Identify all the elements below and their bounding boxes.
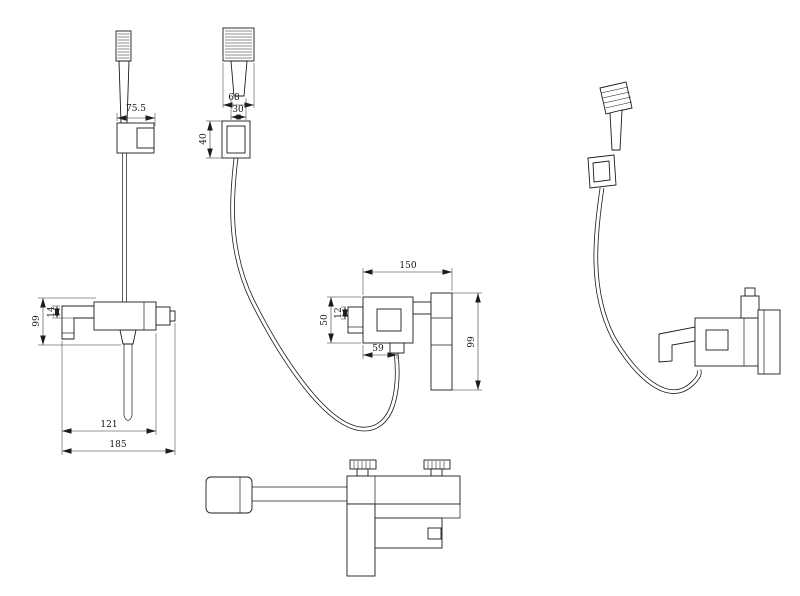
dim-side-spout-offset: 12 (334, 306, 348, 320)
side-spout-block (347, 306, 364, 334)
dim-label-front-spout-height: 14 (47, 306, 57, 318)
perspective-view (587, 81, 781, 394)
persp-wall-plate (757, 309, 781, 375)
side-view: 68 30 40 150 50 12 5 (199, 27, 482, 432)
side-wall-bracket (221, 120, 251, 159)
dim-label-front-total-width: 185 (109, 440, 126, 450)
shower-handle (230, 60, 248, 97)
top-spout (346, 503, 376, 577)
top-view (205, 459, 461, 577)
side-wall-plate (430, 292, 453, 391)
persp-handle-knob (740, 295, 760, 319)
dim-label-side-spout-offset: 12 (334, 307, 344, 318)
persp-hose (593, 187, 702, 394)
dim-front-total-width: 185 (62, 323, 176, 455)
dim-side-bracket-height: 40 (199, 120, 224, 159)
persp-hand-shower (599, 81, 633, 151)
spray-face-hatch (600, 86, 633, 109)
dim-label-side-body-height: 50 (320, 314, 330, 326)
top-arm (252, 486, 347, 502)
dim-front-reach: 121 (61, 333, 157, 455)
dim-label-front-bracket-width: 75.5 (126, 104, 146, 114)
dim-label-side-total-width: 150 (399, 261, 416, 271)
side-hose (230, 157, 400, 432)
front-hose (119, 329, 137, 421)
top-shower-holder (205, 476, 253, 514)
dim-side-handle-width: 30 (230, 98, 247, 120)
dim-front-bracket-width: 75.5 (116, 104, 156, 126)
dim-side-body-height: 50 (320, 296, 361, 344)
top-valve-handle-left (349, 459, 377, 477)
front-mixer-body (61, 301, 176, 340)
persp-mixer-body (658, 287, 781, 375)
top-valve-handle-right (423, 459, 451, 477)
side-hand-shower (222, 27, 255, 97)
dim-label-front-reach: 121 (100, 420, 117, 430)
dim-side-total-height: 99 (448, 292, 482, 391)
front-view: 75.5 99 14 121 185 (32, 30, 176, 455)
hose-connector (119, 329, 137, 345)
dim-label-side-handle-width: 30 (232, 105, 244, 115)
dim-side-body-width: 59 (362, 344, 398, 359)
shower-handle (609, 109, 623, 151)
dim-side-head-width: 68 (222, 63, 255, 108)
dim-label-side-bracket-height: 40 (199, 133, 209, 145)
dim-front-height: 99 (32, 297, 121, 346)
persp-wall-bracket (587, 154, 617, 189)
front-wall-bracket (116, 122, 155, 154)
dim-label-side-total-height: 99 (467, 336, 477, 348)
dim-front-spout-height: 14 (47, 305, 76, 319)
top-mixer-body (346, 475, 461, 577)
dim-label-front-height: 99 (32, 315, 42, 327)
hose-connector (389, 342, 405, 354)
dim-label-side-head-width: 68 (228, 93, 240, 103)
dim-label-side-body-width: 59 (372, 344, 384, 354)
spray-face-hatch (117, 33, 130, 59)
side-mixer-body (347, 292, 453, 391)
front-hand-shower (115, 30, 132, 124)
front-slide-rod (122, 153, 127, 303)
spray-face-hatch (225, 30, 252, 59)
persp-spout (658, 326, 696, 363)
front-handle-knob (155, 306, 171, 326)
dim-side-total-width: 150 (362, 261, 453, 295)
front-spout (61, 305, 94, 340)
